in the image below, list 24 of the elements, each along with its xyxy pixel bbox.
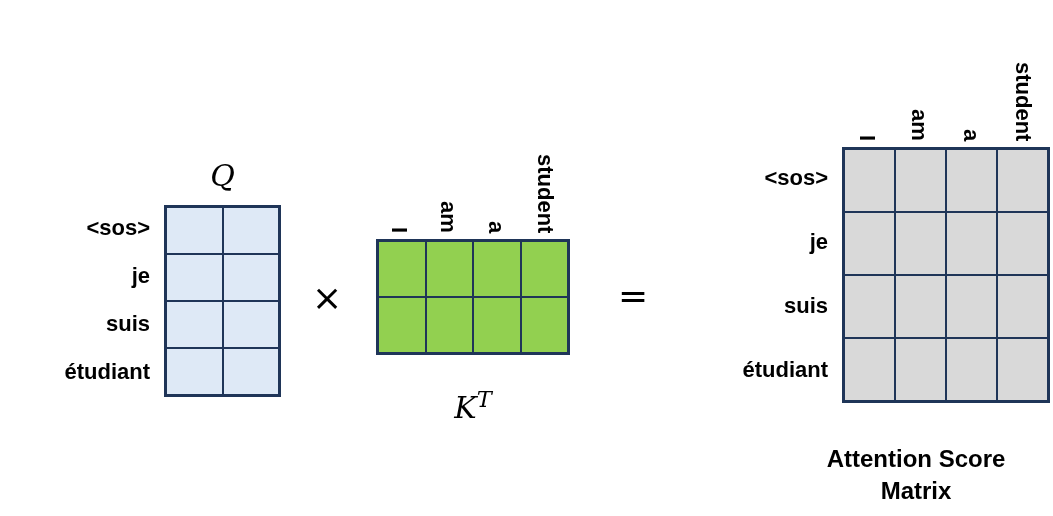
row-label: étudiant bbox=[742, 359, 828, 381]
row-label: je bbox=[131, 265, 150, 287]
matrix-symbol: K$^{T}$ bbox=[453, 393, 494, 423]
matrix-grid bbox=[376, 239, 570, 355]
column-label: am bbox=[436, 201, 459, 233]
row-label: <sos> bbox=[86, 217, 150, 239]
column-label: I bbox=[856, 134, 878, 141]
matrix-grid bbox=[164, 205, 281, 397]
row-label: suis bbox=[783, 295, 828, 317]
column-label: am bbox=[908, 109, 930, 141]
row-label: je bbox=[809, 231, 828, 253]
matrix-caption: Attention Score Matrix bbox=[825, 444, 1007, 506]
row-label: <sos> bbox=[764, 167, 828, 189]
row-label: étudiant bbox=[64, 361, 150, 383]
column-label: I bbox=[388, 226, 411, 233]
operator-symbol: × bbox=[312, 280, 343, 316]
matrix-symbol: Q bbox=[209, 161, 236, 191]
operator-symbol: = bbox=[618, 278, 649, 314]
column-label: a bbox=[960, 128, 982, 141]
column-label: a bbox=[485, 220, 508, 233]
column-label: student bbox=[533, 153, 556, 233]
matrix-grid bbox=[842, 147, 1050, 403]
row-label: suis bbox=[105, 313, 150, 335]
column-label: student bbox=[1012, 61, 1034, 141]
